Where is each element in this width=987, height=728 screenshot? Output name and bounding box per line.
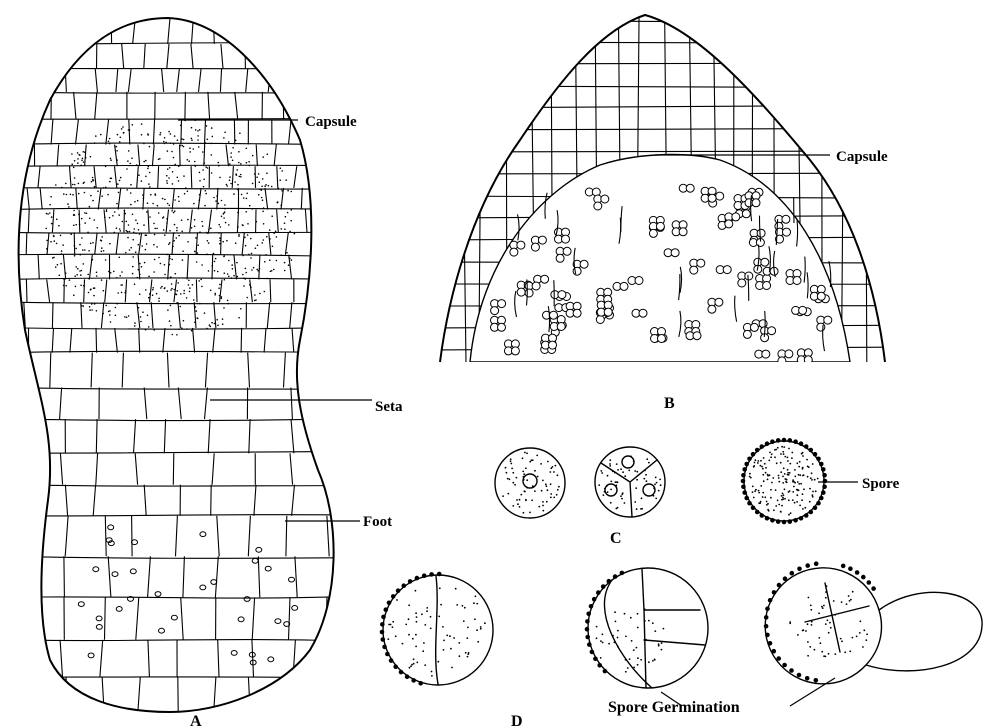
- panel-d-letter: D: [511, 713, 523, 728]
- spore-tetrad: [595, 447, 665, 517]
- panel-d-germination: Spore Germination D: [380, 561, 982, 728]
- panel-c-spores: Spore C: [495, 438, 900, 547]
- mature-spore: [741, 438, 828, 525]
- panel-c-letter: C: [610, 530, 622, 547]
- panel-a-letter: A: [190, 713, 202, 728]
- germ-tube: [866, 592, 982, 671]
- germinating-spore-2: [585, 568, 708, 688]
- panel-a-sporophyte: Capsule Seta Foot A: [8, 18, 403, 728]
- panel-b-letter: B: [664, 395, 675, 412]
- seta-label: Seta: [375, 399, 403, 415]
- germinating-spore-3: [764, 561, 982, 683]
- panel-b-capsule-section: Capsule B: [430, 10, 890, 412]
- panel-b-wall-cells: [430, 10, 890, 365]
- capsule-label-b: Capsule: [836, 149, 888, 165]
- germinating-spore-1: [380, 572, 493, 686]
- spore-label: Spore: [862, 476, 900, 492]
- panel-a-outline: [19, 18, 334, 712]
- foot-label: Foot: [363, 514, 392, 530]
- germination-label: Spore Germination: [608, 699, 740, 716]
- capsule-label-a: Capsule: [305, 114, 357, 130]
- single-spore: [495, 448, 565, 518]
